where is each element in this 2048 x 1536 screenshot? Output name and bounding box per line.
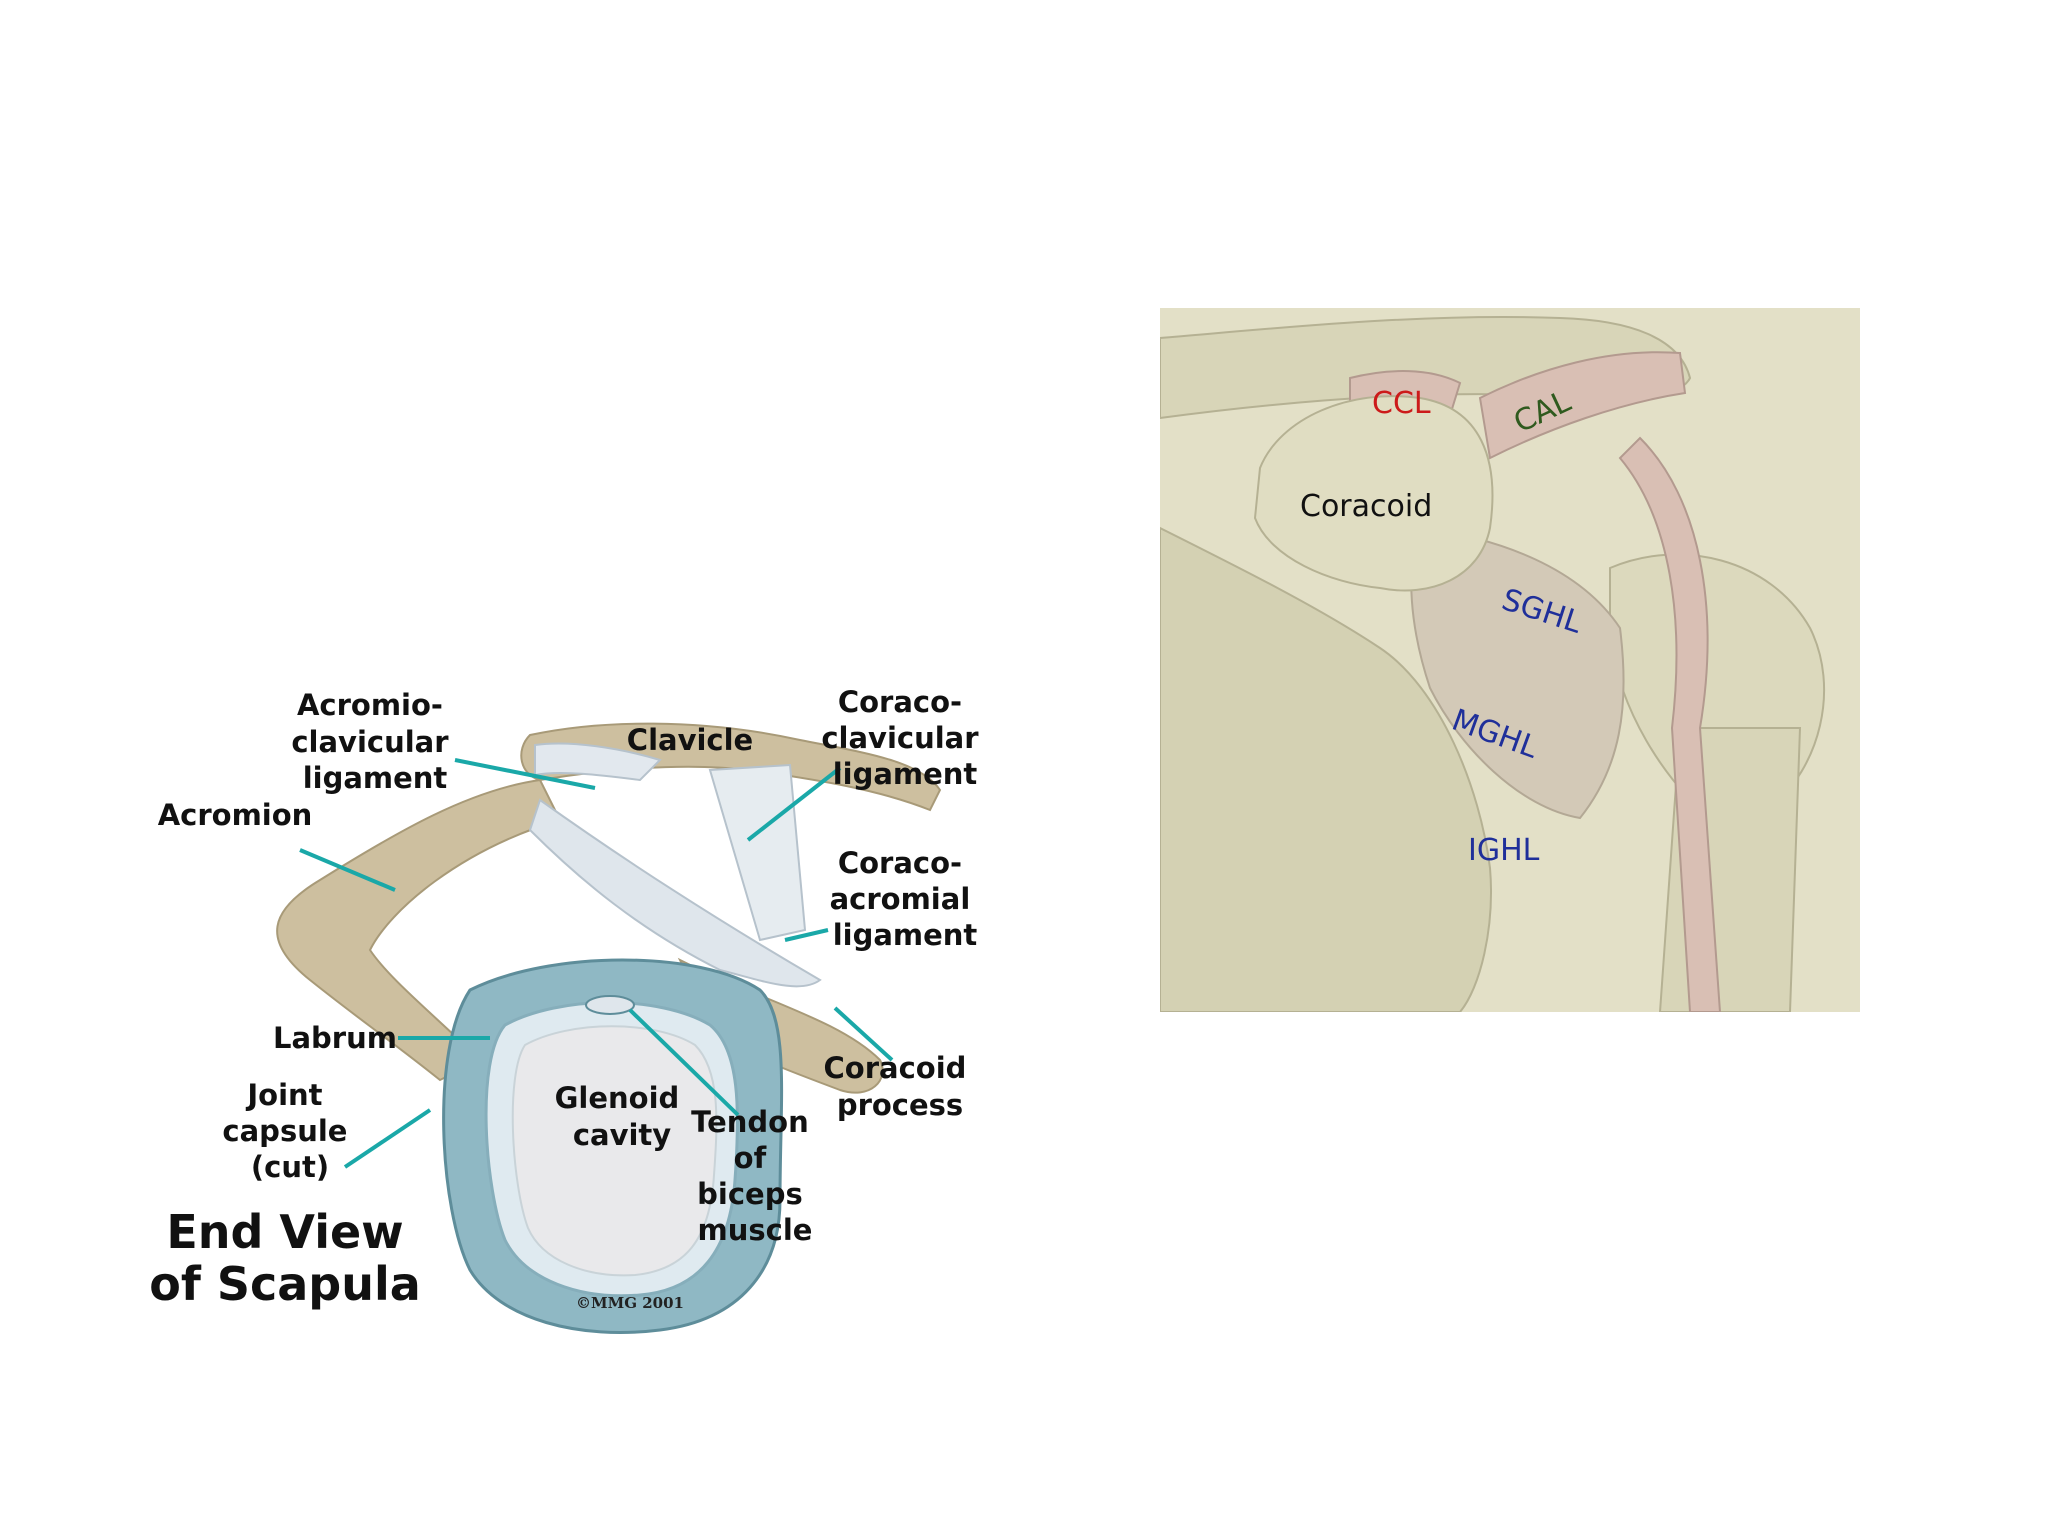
label-ighl: IGHL <box>1468 833 1540 868</box>
diagram-title-line-2: of Scapula <box>149 1257 421 1311</box>
coracoclavicular-ligament-shape <box>708 763 807 942</box>
copyright-notice: ©MMG 2001 <box>576 1294 684 1312</box>
leader-biceps-tendon <box>628 1008 740 1117</box>
glenohumeral-ligaments <box>1410 526 1625 820</box>
label-coracoclavicular-ligament: Coraco- clavicular ligament <box>821 685 988 791</box>
leader-acromion <box>299 848 396 892</box>
label-glenoid-cavity: Glenoid cavity <box>555 1081 690 1152</box>
biceps-tendon-attachment <box>585 995 635 1015</box>
biceps-tendon <box>1618 436 1722 1012</box>
label-ccl: CCL <box>1372 386 1431 421</box>
leader-acromioclavicular <box>454 758 596 790</box>
leader-coracoclavicular <box>746 766 842 842</box>
label-coracoacromial-ligament: Coraco- acromial ligament <box>830 846 981 952</box>
label-clavicle: Clavicle <box>627 723 753 757</box>
leader-joint-capsule <box>343 1108 432 1169</box>
scapula-end-view-figure: Acromio- clavicular ligament Clavicle Co… <box>140 680 1000 1340</box>
coracoacromial-ligament-shape <box>528 798 822 988</box>
leader-coracoid-process <box>833 1006 894 1062</box>
label-joint-capsule: Joint capsule (cut) <box>222 1078 357 1184</box>
clavicle-bone <box>520 722 942 812</box>
acromion-bone <box>276 778 562 1082</box>
scapula-body <box>1160 526 1492 1012</box>
label-coracoid: Coracoid <box>1300 489 1432 524</box>
glenoid-cavity-shape <box>511 1025 718 1277</box>
acromioclavicular-ligament-shape <box>534 742 662 782</box>
label-acromioclavicular-ligament: Acromio- clavicular ligament <box>291 688 458 795</box>
label-labrum: Labrum <box>273 1021 397 1055</box>
coracoid-bone <box>1253 395 1494 592</box>
diagram-title-line-1: End View <box>166 1205 403 1259</box>
label-biceps-tendon: Tendon of biceps muscle <box>691 1105 819 1247</box>
leader-coracoacromial <box>784 928 829 942</box>
shoulder-ligaments-illustration: CCL CAL Coracoid SGHL MGHL IGHL <box>1160 308 1860 1012</box>
label-acromion: Acromion <box>158 798 313 832</box>
label-coracoid-process: Coracoid process <box>824 1051 977 1122</box>
cal-ligament <box>1478 351 1687 460</box>
shoulder-ligaments-figure: CCL CAL Coracoid SGHL MGHL IGHL <box>1160 308 1860 1012</box>
scapula-end-view-illustration: Acromio- clavicular ligament Clavicle Co… <box>149 685 988 1334</box>
